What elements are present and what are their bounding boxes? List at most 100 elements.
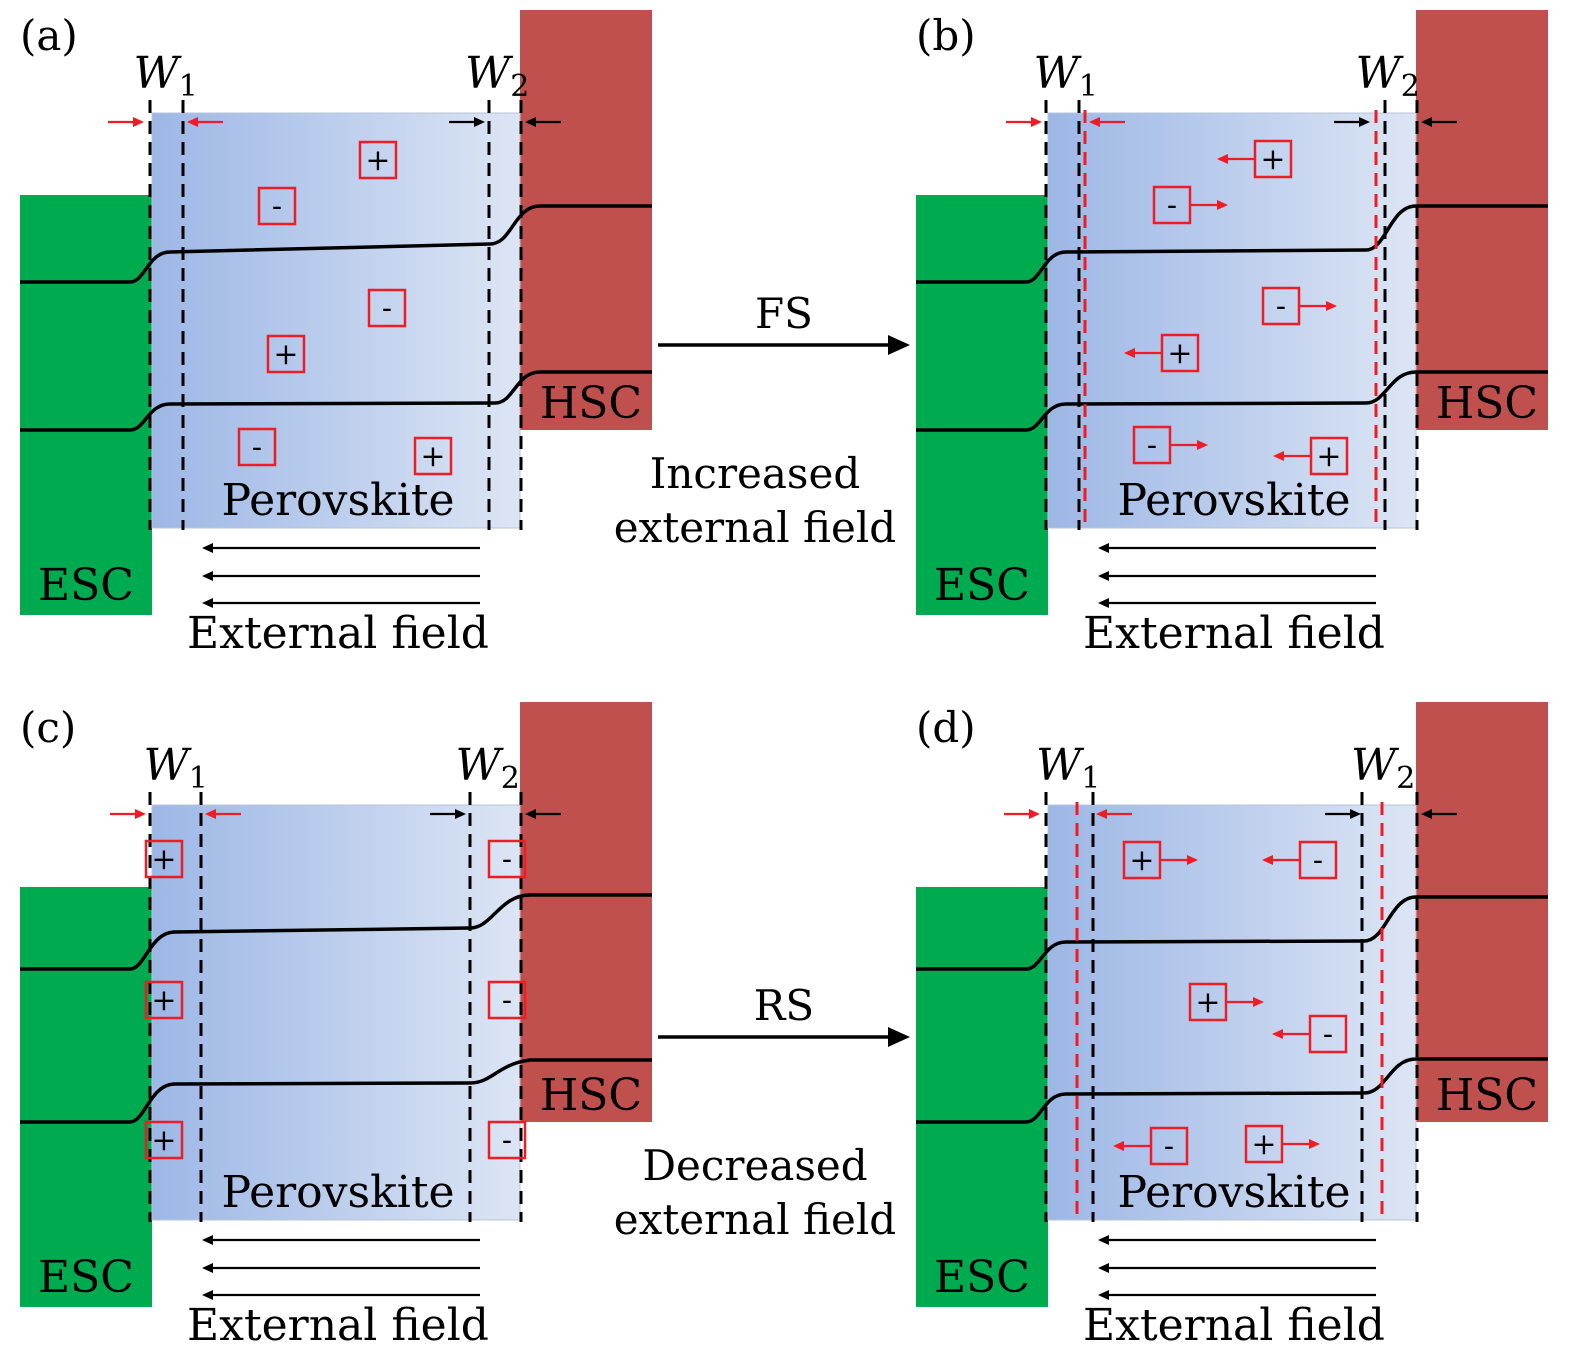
external-field-label: External field xyxy=(1083,1300,1385,1351)
w2-letter: W xyxy=(1356,48,1405,99)
ion-frame xyxy=(413,436,453,476)
w1-right-arrow xyxy=(1096,809,1132,819)
cation-box: + xyxy=(144,1120,184,1160)
drift-arrow-right xyxy=(1191,200,1228,210)
w2-label: W2 xyxy=(1356,48,1420,104)
external-field-arrow-head xyxy=(1098,1263,1109,1273)
conduction-band-line xyxy=(20,204,652,284)
ion-frame xyxy=(358,140,398,180)
drift-arrow-right xyxy=(1161,855,1198,865)
ion-frame xyxy=(487,839,527,879)
drift-arrow-right xyxy=(1171,440,1208,450)
external-field-arrow-head xyxy=(1098,1290,1109,1300)
perovskite-label: Perovskite xyxy=(221,475,454,526)
drift-arrow-left xyxy=(1272,1029,1309,1039)
w1-left-arrow-head xyxy=(1029,809,1040,819)
external-field-label: External field xyxy=(187,1300,489,1351)
w2-left-arrow xyxy=(1325,809,1361,819)
ion-sign: + xyxy=(1129,843,1154,878)
w1-letter: W xyxy=(134,48,183,99)
w1-label: W1 xyxy=(1036,740,1100,796)
w2-right-arrow xyxy=(525,809,561,819)
rs-caption-line2: external field xyxy=(614,1195,896,1244)
esc-layer xyxy=(916,195,1048,615)
drift-arrow-left-head xyxy=(1273,451,1284,461)
ion-sign: + xyxy=(1251,1127,1276,1162)
anion-box: - xyxy=(1132,425,1208,465)
drift-arrow-left-head xyxy=(1217,154,1228,164)
w2-label: W2 xyxy=(465,48,529,104)
fs-caption-line1: Increased xyxy=(650,449,860,498)
rs-caption-line1: Decreased xyxy=(642,1141,867,1190)
ion-sign: - xyxy=(1323,1017,1333,1052)
w1-left-arrow xyxy=(1004,809,1040,819)
drift-arrow-right-head xyxy=(1197,440,1208,450)
w1-left-arrow-head xyxy=(133,117,144,127)
anion-box: - xyxy=(1262,840,1338,880)
w1-left-arrow xyxy=(110,809,146,819)
external-field-arrow-head xyxy=(202,1290,213,1300)
external-field-arrow-head xyxy=(202,571,213,581)
transition-fs: FS Increased external field xyxy=(614,289,910,552)
fs-arrow-head xyxy=(888,335,910,355)
w2-letter: W xyxy=(456,740,505,791)
w2-left-arrow-head xyxy=(1350,809,1361,819)
ion-sign: + xyxy=(1316,439,1341,474)
w1-left-arrow-head xyxy=(1031,117,1042,127)
perovskite-region xyxy=(151,112,521,529)
fs-label: FS xyxy=(755,289,813,338)
conduction-band-line xyxy=(916,204,1548,284)
external-field-arrow xyxy=(202,1235,480,1245)
drift-arrow-right-head xyxy=(1309,1139,1320,1149)
esc-label: ESC xyxy=(38,1252,134,1303)
anion-box: - xyxy=(257,186,297,226)
w1-left-arrow xyxy=(1006,117,1042,127)
external-field-arrow xyxy=(1098,543,1376,553)
drift-arrow-left xyxy=(1217,154,1254,164)
ion-frame xyxy=(144,1120,184,1160)
ion-sign: - xyxy=(1147,428,1157,463)
external-field-arrow xyxy=(1098,1235,1376,1245)
perovskite-label: Perovskite xyxy=(1117,1167,1350,1218)
w1-letter: W xyxy=(1034,48,1083,99)
cation-box: + xyxy=(1217,139,1293,179)
w1-right-arrow-head xyxy=(187,117,198,127)
w1-right-arrow xyxy=(187,117,223,127)
cation-box: + xyxy=(1244,1124,1320,1164)
ion-sign: + xyxy=(420,439,445,474)
ion-frame xyxy=(487,980,527,1020)
ion-sign: - xyxy=(272,189,282,224)
w1-subscript: 1 xyxy=(189,761,208,796)
cation-box: + xyxy=(358,140,398,180)
drift-arrow-left-head xyxy=(1272,1029,1283,1039)
drift-arrow-left xyxy=(1273,451,1310,461)
ion-sign: + xyxy=(151,1123,176,1158)
ion-sign: - xyxy=(1167,188,1177,223)
w2-left-arrow-head xyxy=(1359,117,1370,127)
ion-sign: + xyxy=(1260,142,1285,177)
w2-subscript: 2 xyxy=(1396,761,1415,796)
external-field-arrow xyxy=(202,1290,480,1300)
perovskite-region xyxy=(151,804,521,1221)
cation-box: + xyxy=(413,436,453,476)
panel-tag: (c) xyxy=(20,703,76,752)
drift-arrow-left xyxy=(1262,855,1299,865)
drift-arrow-left xyxy=(1113,1141,1150,1151)
perovskite-label: Perovskite xyxy=(221,1167,454,1218)
w2-right-arrow xyxy=(1421,809,1457,819)
hsc-label: HSC xyxy=(1436,378,1538,429)
valence-band-line xyxy=(20,1058,652,1124)
esc-label: ESC xyxy=(934,560,1030,611)
ion-sign: - xyxy=(1313,843,1323,878)
w2-left-arrow xyxy=(430,809,466,819)
ion-frame xyxy=(144,980,184,1020)
ion-frame xyxy=(1152,185,1192,225)
drift-arrow-right xyxy=(1227,997,1264,1007)
w1-right-arrow-head xyxy=(205,809,216,819)
w2-label: W2 xyxy=(1351,740,1415,796)
ion-frame xyxy=(266,334,306,374)
panel-tag: (b) xyxy=(916,11,976,60)
ion-sign: + xyxy=(1195,985,1220,1020)
